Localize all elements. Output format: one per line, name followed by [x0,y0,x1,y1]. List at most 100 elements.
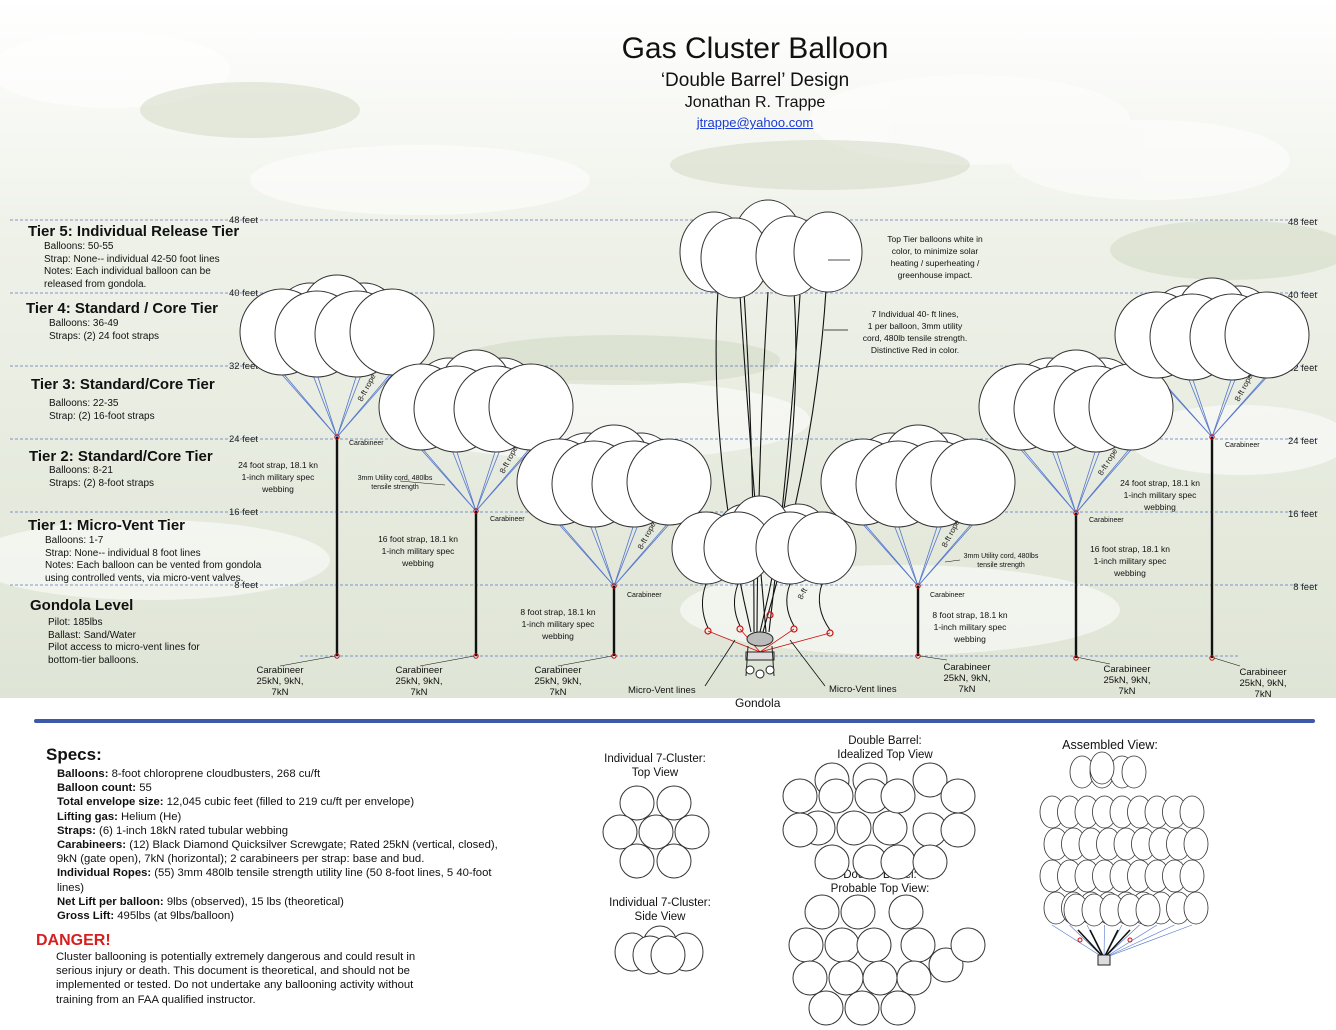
assembled-strap [1077,929,1105,959]
tier3-line: Balloons: 22-35 [49,398,119,409]
note-line: color, to minimize solar [891,246,979,256]
top-side-views [602,751,1209,1026]
danger-text: Cluster ballooning is potentially extrem… [56,951,416,1006]
note-line: 25kN, 9kN, 7kN [395,676,443,698]
carabineer-icon [473,508,479,514]
caption-line: Probable Top View: [830,883,930,895]
tier4-details: Balloons: 36-49 Straps: (2) 24 foot stra… [49,318,159,343]
spec-value: (55) 3mm 480lb tensile strength utility … [57,867,492,894]
spec-value: Helium (He) [117,810,182,823]
individual-line [768,294,801,633]
individual-lines-note: 7 Individual 40- ft lines, 1 per balloon… [840,308,990,356]
altitude-label-left: 24 feet [229,434,258,445]
assembled-balloon [1179,859,1205,893]
tier3-heading: Tier 3: Standard/Core Tier [31,376,215,393]
tier3-line: Strap: (2) 16-foot straps [49,410,155,422]
cluster-top-balloon [656,843,692,879]
gondola-level-heading: Gondola Level [30,597,134,614]
assembled-tether [1103,924,1105,959]
spec-item: Total envelope size: 12,045 cubic feet (… [57,795,502,809]
db-ideal-balloon [880,844,916,880]
caption-line: Top View [631,767,679,779]
altitude-label-left: 8 feet [234,580,258,591]
db-ideal-balloon [782,812,818,848]
tier1-details: Balloons: 1-7 Strap: None-- individual 8… [45,535,261,585]
micro-vent-label-left: Micro-Vent lines [628,685,696,696]
tier5-line: Balloons: 50-55 [44,241,114,252]
tier5-line: Strap: None-- individual 42-50 foot line… [44,253,220,265]
assembled-balloon [1121,755,1147,789]
db-probable-balloon [862,960,898,996]
note-line: webbing [954,634,986,644]
tier5-details: Balloons: 50-55 Strap: None-- individual… [44,241,220,291]
db-ideal-balloon [912,844,948,880]
balloon [1224,291,1310,379]
assembled-strap [1089,929,1105,959]
note-line: tensile strength [977,562,1025,569]
db-ideal-balloon [940,778,976,814]
tether-line [1055,448,1077,514]
note-line: 25kN, 9kN, 7kN [256,676,304,698]
db-ideal-balloon [814,844,850,880]
author-email-link[interactable]: jtrappe@yahoo.com [696,115,814,130]
spec-label: Carabineers: [57,839,127,852]
tier5-line: Notes: Each individual balloon can be [44,266,211,277]
tether-line [336,373,358,438]
spec-label: Balloons: [57,768,109,780]
note-line: 3mm Utility cord, 480lbs [357,475,433,482]
note-line: Top Tier balloons white in [887,234,983,244]
carabineer-icon [915,583,921,589]
db-probable-balloon [828,960,864,996]
db-probable-balloon [928,947,964,983]
assembled-strap [1103,929,1119,959]
cluster-top-balloon [674,814,710,850]
altitude-label-right: 40 feet [1288,290,1317,301]
strap24-note-left: 24 foot strap, 18.1 kn 1-inch military s… [228,459,328,495]
db-probable-balloon [888,894,924,930]
sky-background [0,0,1336,698]
note-line: webbing [1144,502,1176,512]
db-probable-balloon [792,960,828,996]
assembled-balloon [1135,893,1161,927]
altitude-label-left: 48 feet [229,215,258,226]
author-name: Jonathan R. Trappe [684,94,826,111]
vent-line [734,583,741,627]
note-line: 8 foot strap, 18.1 kn [520,607,596,617]
cluster-top-view-caption: Individual 7-Cluster: Top View [590,752,720,780]
spec-value: 9lbs (observed), 15 lbs (theoretical) [163,895,344,908]
tether-line [1211,376,1233,438]
tier2-heading: Tier 2: Standard/Core Tier [29,448,213,465]
tier2-line: Straps: (2) 8-foot straps [49,477,155,489]
top-tier-note: Top Tier balloons white in color, to min… [870,233,1000,281]
individual-line [739,294,767,633]
carabineer-label: Carabineer [1089,517,1124,524]
carabineer-label: Carabineer [1225,442,1260,449]
altitude-label-right: 16 feet [1288,509,1317,520]
balloon [626,438,712,526]
gondola-level-line: Pilot access to micro-vent lines for [48,642,200,653]
note-line: webbing [402,558,434,568]
pointer-line [1075,656,1111,665]
altitude-label-right: 48 feet [1288,217,1317,228]
spec-item: Carabineers: (12) Black Diamond Quicksil… [57,838,502,866]
vent-valve-icon [736,625,744,633]
carabineer-label: Carabineer [490,516,525,523]
db-probable-balloon [804,894,840,930]
note-line: 16 foot strap, 18.1 kn [1090,544,1170,554]
note-line: 1-inch military spec [241,472,315,482]
spec-item: Straps: (6) 1-inch 18kN rated tubular we… [57,824,502,838]
note-line: 1-inch military spec [381,546,455,556]
balloon [488,363,574,451]
db-ideal-balloon [836,810,872,846]
tier1-line: Notes: Each balloon can be vented from g… [45,560,262,571]
assembled-strap [1103,929,1131,959]
carabineer-label: Carabineer [627,592,662,599]
caption-line: Individual 7-Cluster: [604,753,706,765]
balloon [349,288,435,376]
tier2-line: Balloons: 8-21 [49,465,113,476]
assembled-gondola [1097,954,1111,966]
